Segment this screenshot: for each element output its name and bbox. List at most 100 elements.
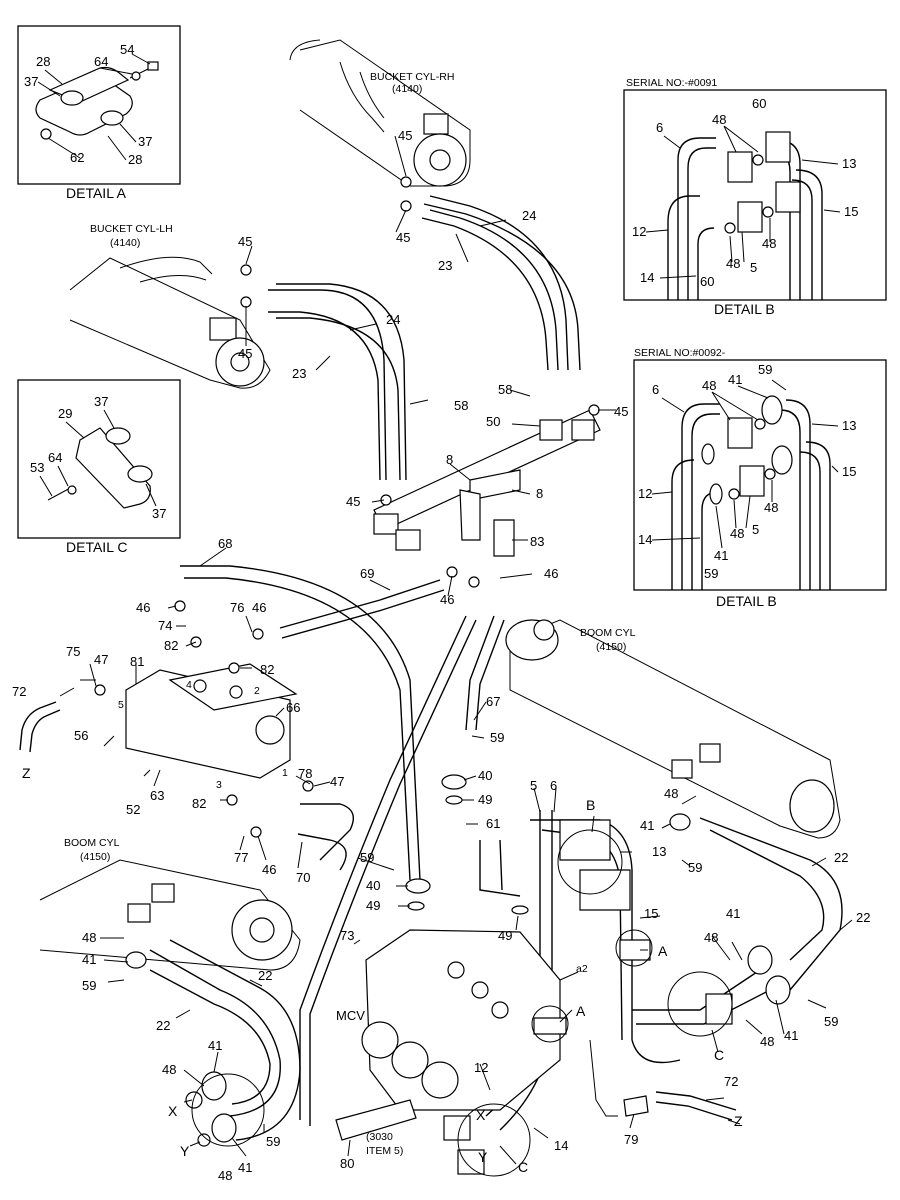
label-x-mcv: X [476, 1107, 486, 1123]
detail-a: 54 64 28 37 37 62 28 DETAIL A [17, 25, 181, 201]
brackets [373, 409, 601, 557]
label-46-a: 46 [544, 566, 558, 581]
callout-circle-c-mcv [457, 1103, 531, 1177]
pipe-13-b2 [779, 409, 801, 590]
label-50: 50 [486, 414, 500, 429]
hose-68 [180, 565, 421, 881]
pipe-c-right-b [636, 989, 771, 1025]
detail-a-label-64: 64 [94, 54, 108, 69]
pipe-c-right [632, 969, 761, 1011]
flange-41-left-x [201, 1071, 227, 1101]
pipe-5 [479, 840, 521, 897]
hose-72-right [655, 1091, 737, 1111]
pipe-22-left-c [169, 939, 301, 1141]
clamp-a-right [619, 939, 651, 961]
label-72-left: 72 [12, 684, 26, 699]
b2-label-5: 5 [752, 522, 759, 537]
item-80-body [335, 1099, 417, 1141]
b1-label-60b: 60 [700, 274, 714, 289]
b2-label-6: 6 [652, 382, 659, 397]
flange-40-a [441, 774, 467, 790]
detail-a-label-62: 62 [70, 150, 84, 165]
label-22-b: 22 [156, 1018, 170, 1033]
clamp-block-c [75, 427, 151, 509]
pipe-6-b2 [681, 403, 720, 590]
label-a-mcv: A [576, 1003, 586, 1019]
label-23-lh: 23 [292, 366, 306, 381]
o-ring-46-a [446, 566, 458, 578]
label-59-b: 59 [360, 850, 374, 865]
detail-a-title: DETAIL A [66, 185, 127, 201]
b2-label-59a: 59 [758, 362, 772, 377]
bracket-block-d [571, 419, 595, 441]
mcv-port-b [471, 981, 489, 999]
detail-a-leaders [37, 53, 151, 161]
label-5: 5 [530, 778, 537, 793]
pipe-15-b1-b [795, 169, 823, 300]
label-46-e: 46 [262, 862, 276, 877]
pipe-13-b2-b [785, 399, 811, 590]
label-59-f: 59 [266, 1134, 280, 1149]
b2-label-15: 15 [842, 464, 856, 479]
label-y-mcv: Y [478, 1149, 488, 1165]
pipe-22-left-b [149, 969, 271, 1105]
label-b: B [586, 797, 595, 813]
b1-label-5: 5 [750, 260, 757, 275]
port-3-label: 3 [216, 779, 222, 791]
o-ring-45-a [400, 176, 412, 188]
detail-b1-title: DETAIL B [714, 301, 775, 317]
mcv-spool-c [421, 1061, 459, 1099]
detail-c-label-29: 29 [58, 406, 72, 421]
boom-cyl-left-ref: (4150) [80, 851, 110, 863]
label-15: 15 [644, 906, 658, 921]
callout-circle-a-mcv [531, 1005, 569, 1043]
b2-label-59b: 59 [704, 566, 718, 581]
hose-23-rh-b [421, 217, 549, 371]
label-24-lh: 24 [386, 312, 400, 327]
clamp-a-mcv [533, 1017, 567, 1035]
tee-83-body [459, 489, 481, 541]
b2-label-12: 12 [638, 486, 652, 501]
label-41-d: 41 [784, 1028, 798, 1043]
clamp-b-top [559, 819, 611, 861]
o-ring-47-a [94, 684, 106, 696]
bucket-cyl-lh-ref: (4140) [110, 237, 140, 249]
boom-cylinder-left: BOOM CYL (4150) [39, 837, 301, 971]
hose-69-b [281, 589, 445, 639]
b1-label-13: 13 [842, 156, 856, 171]
o-ring-45-b [400, 200, 412, 212]
bucket-cyl-rh-label: BUCKET CYL-RH [370, 71, 454, 83]
label-24-rh: 24 [522, 208, 536, 223]
manifold-block-81: 4 2 5 3 1 [118, 663, 298, 791]
o-ring-46-d [252, 628, 264, 640]
hose-70 [300, 803, 354, 861]
flange-41-left-top [125, 951, 147, 969]
label-48-a: 48 [82, 930, 96, 945]
label-45-c: 45 [238, 234, 252, 249]
pipe-22-right-a [709, 829, 825, 961]
o-ring-b1-b [762, 206, 774, 218]
label-52: 52 [126, 802, 140, 817]
circle-callouts [191, 829, 733, 1177]
b2-label-48b: 48 [764, 500, 778, 515]
o-ring-49-b [407, 901, 425, 911]
port-5-label: 5 [118, 699, 124, 711]
label-48-f: 48 [218, 1168, 232, 1183]
label-c-right: C [714, 1047, 724, 1063]
label-82-a: 82 [164, 638, 178, 653]
label-58-a: 58 [454, 398, 468, 413]
label-x: X [168, 1103, 178, 1119]
o-ring-b1-a [752, 154, 764, 166]
b1-label-6: 6 [656, 120, 663, 135]
label-48-e: 48 [162, 1062, 176, 1077]
bucket-cylinder-rh: BUCKET CYL-RH (4140) [289, 39, 471, 187]
hose-72-right-b [655, 1101, 733, 1121]
pipe-6 [499, 839, 503, 891]
flange-c-mcv-b [457, 1149, 485, 1175]
o-ring-49-a [445, 795, 463, 805]
pipe-12-b2 [671, 459, 695, 590]
pipe-6-b2-b [691, 413, 720, 590]
detail-b-serial-0092: SERIAL NO:#0092- 59 6 48 41 13 15 12 48 … [633, 347, 887, 609]
mcv-port-a [447, 961, 465, 979]
label-67: 67 [486, 694, 500, 709]
